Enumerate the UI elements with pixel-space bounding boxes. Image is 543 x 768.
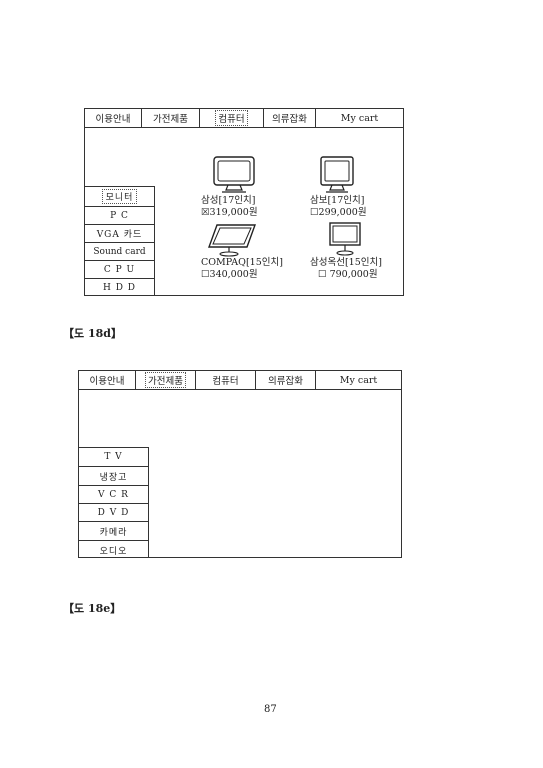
product-name: 삼성[17인치]: [201, 195, 256, 206]
tab-appliances[interactable]: 가전제품: [142, 109, 200, 127]
product-card[interactable]: 삼보[17인치] ☐299,000원: [310, 155, 390, 219]
checkbox-icon[interactable]: ☐: [318, 269, 327, 280]
category-tab-bar: 이용안내 가전제품 컴퓨터 의류잡화 My cart: [79, 371, 401, 390]
figure-18e-window: 이용안내 가전제품 컴퓨터 의류잡화 My cart T V 냉장고 V C R…: [78, 370, 402, 558]
product-price-row: ☐299,000원: [310, 207, 390, 219]
figure-caption-18d: 【도 18d】: [63, 327, 122, 340]
computer-submenu: 모니터 P C VGA 카드 Sound card C P U H D D: [85, 186, 155, 296]
product-card[interactable]: COMPAQ[15인치] ☐340,000원: [201, 223, 291, 281]
menu-item-audio[interactable]: 오디오: [79, 540, 148, 559]
menu-item-camera[interactable]: 카메라: [79, 521, 148, 540]
menu-item-dvd[interactable]: D V D: [79, 503, 148, 521]
tab-clothing[interactable]: 의류잡화: [256, 371, 316, 389]
product-card[interactable]: 삼성[17인치] ☒319,000원: [201, 155, 281, 219]
lcd-monitor-icon: [329, 222, 361, 256]
product-name: 삼성옥선[15인치]: [310, 257, 382, 268]
checkbox-checked-icon[interactable]: ☒: [201, 207, 210, 218]
product-price-row: ☐340,000원: [201, 269, 291, 281]
menu-item-hdd[interactable]: H D D: [85, 278, 154, 297]
product-price-row: ☒319,000원: [201, 207, 281, 219]
product-price: 340,000원: [209, 269, 258, 280]
category-tab-bar: 이용안내 가전제품 컴퓨터 의류잡화 My cart: [85, 109, 403, 128]
tab-computer[interactable]: 컴퓨터: [196, 371, 256, 389]
tab-appliances[interactable]: 가전제품: [136, 371, 196, 389]
menu-item-sound-card[interactable]: Sound card: [85, 242, 154, 260]
menu-item-cpu[interactable]: C P U: [85, 260, 154, 278]
tab-guide[interactable]: 이용안내: [79, 371, 136, 389]
product-price: 790,000원: [329, 269, 378, 280]
checkbox-icon[interactable]: ☐: [201, 269, 210, 280]
tab-my-cart[interactable]: My cart: [339, 374, 378, 386]
tab-my-cart[interactable]: My cart: [340, 112, 379, 124]
appliance-submenu: T V 냉장고 V C R D V D 카메라 오디오: [79, 447, 149, 558]
product-price-row: ☐ 790,000원: [310, 269, 402, 281]
product-name: 삼보[17인치]: [310, 195, 365, 206]
menu-item-tv[interactable]: T V: [104, 452, 123, 462]
product-price: 299,000원: [318, 207, 367, 218]
tab-clothing[interactable]: 의류잡화: [264, 109, 316, 127]
page-number: 87: [264, 704, 277, 715]
figure-18d-window: 이용안내 가전제품 컴퓨터 의류잡화 My cart 모니터 P C VGA 카…: [84, 108, 404, 296]
product-price: 319,000원: [209, 207, 258, 218]
crt-monitor-icon: [320, 156, 354, 193]
product-card[interactable]: 삼성옥선[15인치] ☐ 790,000원: [310, 221, 402, 281]
menu-item-refrigerator[interactable]: 냉장고: [79, 466, 148, 485]
menu-item-pc[interactable]: P C: [85, 206, 154, 224]
menu-item-vga-card[interactable]: VGA 카드: [85, 224, 154, 242]
product-name: COMPAQ[15인치]: [201, 257, 283, 268]
crt-monitor-icon: [213, 156, 255, 193]
menu-item-vcr[interactable]: V C R: [79, 485, 148, 503]
checkbox-icon[interactable]: ☐: [310, 207, 319, 218]
tab-guide[interactable]: 이용안내: [85, 109, 142, 127]
flat-panel-monitor-icon: [208, 224, 256, 257]
menu-item-monitor[interactable]: 모니터: [85, 187, 154, 206]
figure-caption-18e: 【도 18e】: [63, 602, 122, 615]
tab-computer[interactable]: 컴퓨터: [200, 109, 264, 127]
